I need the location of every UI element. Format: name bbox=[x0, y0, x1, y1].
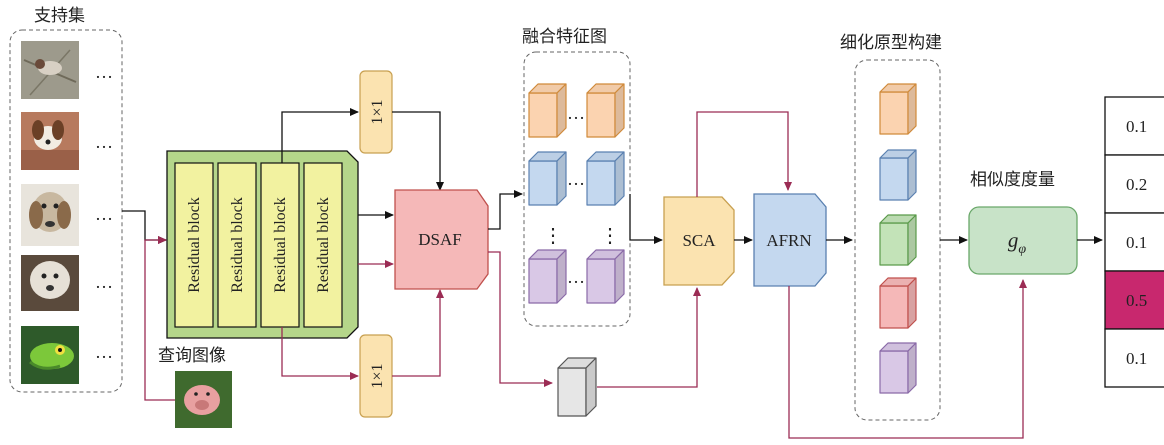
score-value: 0.1 bbox=[1126, 117, 1147, 136]
conv-1x1-label: 1×1 bbox=[369, 363, 386, 388]
score-cell bbox=[1104, 154, 1164, 214]
dsaf-module: DSAF bbox=[394, 189, 489, 290]
fused-cubes bbox=[528, 83, 625, 304]
fused-feature-maps-frame bbox=[523, 51, 631, 327]
feature-cube bbox=[528, 83, 567, 138]
sca-label: SCA bbox=[682, 231, 716, 250]
fused-feature-maps-label: 融合特征图 bbox=[522, 27, 607, 47]
similarity-metric-label: 相似度度量 bbox=[970, 170, 1055, 190]
support-set-label: 支持集 bbox=[34, 6, 85, 26]
residual-block: Residual block bbox=[260, 162, 300, 328]
support-set: 支持集 … … … bbox=[9, 6, 123, 393]
feature-cube bbox=[879, 277, 917, 329]
feature-cube bbox=[557, 357, 597, 417]
afrn-label: AFRN bbox=[766, 231, 811, 250]
query-image-pig bbox=[175, 371, 232, 428]
feature-cube bbox=[586, 249, 625, 304]
vdots: ⋮ bbox=[543, 225, 563, 247]
backbone: Residual block Residual block Residual b… bbox=[166, 150, 359, 339]
prototype-cubes bbox=[879, 83, 917, 394]
sca-module: SCA bbox=[663, 196, 735, 286]
support-image-hound bbox=[21, 184, 79, 246]
feature-cube bbox=[586, 83, 625, 138]
metric-module: gφ bbox=[968, 206, 1078, 275]
score-cell bbox=[1104, 328, 1164, 388]
conv-1x1-top: 1×1 bbox=[359, 70, 393, 154]
feature-cube bbox=[528, 249, 567, 304]
residual-block-label: Residual block bbox=[315, 197, 332, 293]
feature-cube bbox=[586, 151, 625, 206]
ellipsis: … bbox=[95, 62, 113, 82]
conv-1x1-label: 1×1 bbox=[369, 99, 386, 124]
feature-cube bbox=[879, 149, 917, 201]
support-image-bird bbox=[21, 41, 79, 99]
score-value: 0.2 bbox=[1126, 175, 1147, 194]
residual-block: Residual block bbox=[303, 162, 343, 328]
feature-cube bbox=[528, 151, 567, 206]
residual-block-label: Residual block bbox=[186, 197, 203, 293]
score-value: 0.1 bbox=[1126, 233, 1147, 252]
metric-fn-label: g bbox=[1008, 228, 1019, 252]
ellipsis: … bbox=[567, 169, 585, 189]
score-cell bbox=[1104, 270, 1164, 330]
score-table: 0.1 0.2 0.1 0.5 0.1 bbox=[1104, 96, 1164, 388]
ellipsis: … bbox=[95, 132, 113, 152]
query-image-label: 查询图像 bbox=[158, 346, 226, 366]
gray-cube bbox=[557, 357, 597, 417]
afrn-module: AFRN bbox=[753, 193, 827, 287]
conv-1x1-bottom: 1×1 bbox=[359, 334, 393, 418]
svg-text:gφ: gφ bbox=[1008, 228, 1027, 257]
ellipsis: … bbox=[567, 267, 585, 287]
residual-block: Residual block bbox=[174, 162, 214, 328]
score-value: 0.1 bbox=[1126, 349, 1147, 368]
ellipsis: … bbox=[95, 342, 113, 362]
vdots: ⋮ bbox=[600, 225, 620, 247]
ellipsis: … bbox=[567, 103, 585, 123]
score-cell bbox=[1104, 212, 1164, 272]
residual-block-label: Residual block bbox=[272, 197, 289, 293]
ellipsis: … bbox=[95, 204, 113, 224]
score-cell bbox=[1104, 96, 1164, 156]
score-value: 0.5 bbox=[1126, 291, 1147, 310]
support-image-terrier bbox=[21, 255, 79, 311]
feature-cube bbox=[879, 83, 917, 135]
dsaf-label: DSAF bbox=[418, 230, 461, 249]
feature-cube bbox=[879, 342, 917, 394]
feature-cube bbox=[879, 214, 917, 266]
support-image-lizard bbox=[21, 326, 79, 384]
refined-prototypes-label: 细化原型构建 bbox=[840, 33, 942, 53]
metric-fn-subscript: φ bbox=[1018, 242, 1026, 257]
residual-block: Residual block bbox=[217, 162, 257, 328]
ellipsis: … bbox=[95, 272, 113, 292]
support-image-beagle bbox=[21, 112, 79, 170]
residual-block-label: Residual block bbox=[229, 197, 246, 293]
